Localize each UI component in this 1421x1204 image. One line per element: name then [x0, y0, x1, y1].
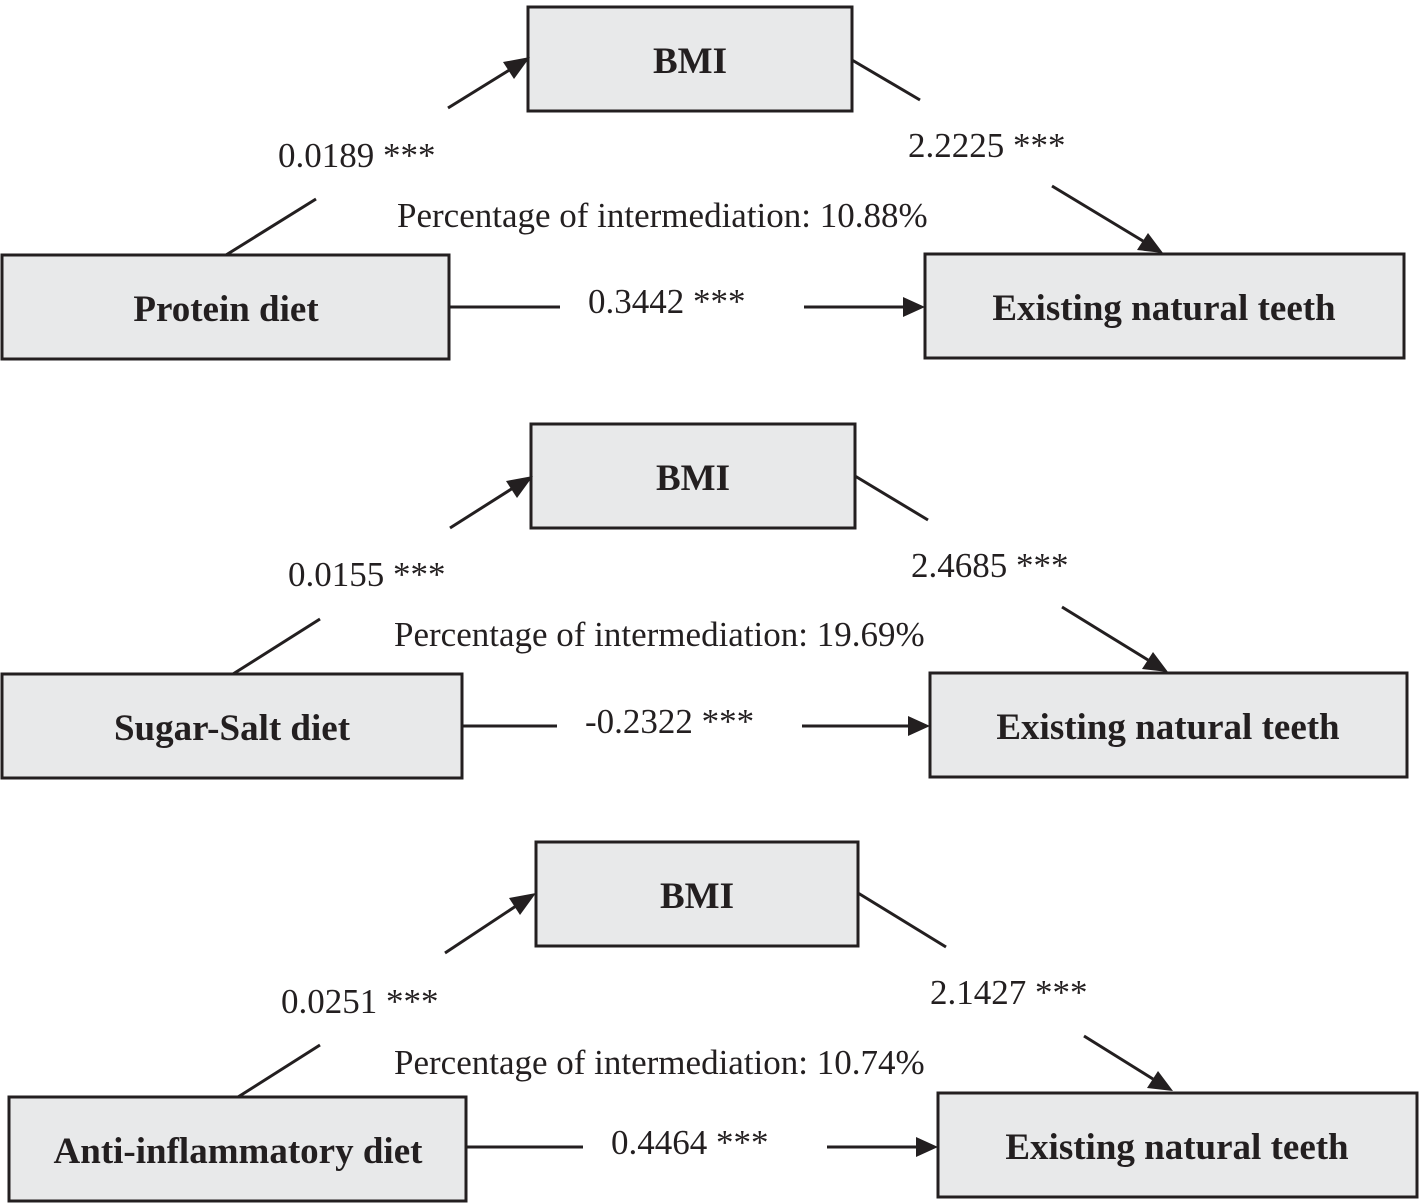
path-c-arrow [462, 716, 930, 736]
path-a-arrow [237, 893, 536, 1099]
mediator-label: BMI [656, 458, 730, 499]
path-c-arrow [466, 1137, 938, 1157]
outcome-label: Existing natural teeth [996, 707, 1340, 748]
outcome-box [928, 671, 1409, 779]
path-a-coefficient: 0.0189 *** [278, 136, 436, 175]
path-c-arrow [449, 297, 925, 317]
exposure-label: Sugar-Salt diet [114, 708, 351, 749]
mediator-label: BMI [660, 876, 734, 917]
path-c-coefficient: 0.3442 *** [588, 282, 746, 321]
mediation-percentage: Percentage of intermediation: 10.74% [394, 1043, 925, 1082]
path-b-coefficient: 2.2225 *** [908, 126, 1066, 165]
exposure-box [0, 253, 451, 361]
path-a-arrow [225, 57, 530, 257]
path-b-coefficient: 2.4685 *** [911, 546, 1069, 585]
exposure-label: Anti-inflammatory diet [54, 1131, 424, 1172]
mediation-model-sugar-salt: BMI Sugar-Salt diet Existing natural tee… [0, 422, 1409, 780]
outcome-label: Existing natural teeth [1005, 1127, 1349, 1168]
path-c-coefficient: 0.4464 *** [611, 1123, 769, 1162]
path-b-arrow [854, 474, 1168, 672]
path-b-arrow [857, 891, 1173, 1091]
path-c-coefficient: -0.2322 *** [585, 702, 754, 741]
exposure-label: Protein diet [133, 289, 319, 330]
mediation-model-protein: BMI Protein diet Existing natural teeth … [0, 5, 1406, 361]
exposure-box [7, 1095, 468, 1203]
outcome-box [923, 252, 1406, 360]
path-a-coefficient: 0.0155 *** [288, 555, 446, 594]
path-a-coefficient: 0.0251 *** [281, 982, 439, 1021]
mediation-model-anti-inflammatory: BMI Anti-inflammatory diet Existing natu… [7, 840, 1419, 1203]
mediator-label: BMI [653, 41, 727, 82]
mediator-box [526, 5, 854, 113]
path-b-arrow [851, 58, 1163, 253]
outcome-label: Existing natural teeth [992, 288, 1336, 329]
outcome-box [936, 1091, 1419, 1199]
mediation-percentage: Percentage of intermediation: 19.69% [394, 615, 925, 654]
path-a-arrow [232, 476, 533, 676]
mediation-percentage: Percentage of intermediation: 10.88% [397, 196, 928, 235]
mediator-box [529, 422, 857, 530]
exposure-box [0, 672, 464, 780]
path-b-coefficient: 2.1427 *** [930, 973, 1088, 1012]
